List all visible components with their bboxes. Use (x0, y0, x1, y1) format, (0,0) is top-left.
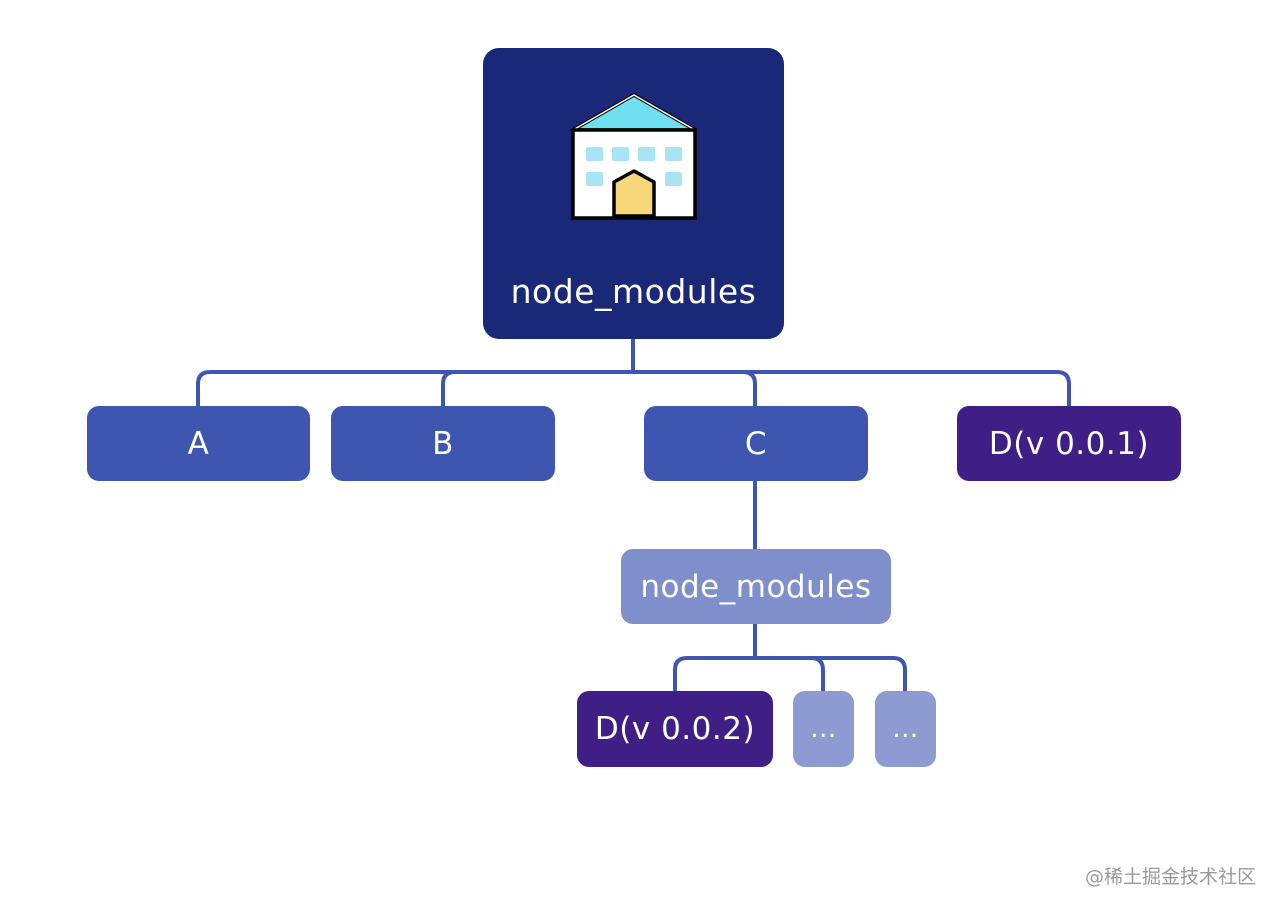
package-b: B (331, 406, 555, 481)
package-c: C (644, 406, 868, 481)
nested-node-modules: node_modules (621, 549, 891, 624)
nested-node-modules-label: node_modules (640, 568, 872, 605)
placeholder-package-2: ... (875, 691, 936, 767)
root-label: node_modules (510, 272, 757, 311)
connector-to-more-1 (810, 656, 825, 691)
building-icon (570, 92, 698, 226)
root-node-modules: node_modules (483, 48, 784, 339)
package-d-v001: D(v 0.0.1) (957, 406, 1181, 481)
package-b-label: B (432, 425, 454, 462)
placeholder-package-1-label: ... (810, 714, 837, 744)
package-d-v002: D(v 0.0.2) (577, 691, 773, 767)
connector-to-b (441, 370, 456, 406)
package-a: A (87, 406, 310, 481)
watermark: @稀土掘金技术社区 (1084, 866, 1256, 888)
placeholder-package-1: ... (793, 691, 854, 767)
package-d-v001-label: D(v 0.0.1) (988, 425, 1150, 462)
package-c-label: C (744, 425, 768, 462)
package-d-v002-label: D(v 0.0.2) (594, 711, 756, 747)
connector-nested-bus (673, 656, 907, 691)
package-a-label: A (187, 425, 210, 462)
connector-to-c (742, 370, 757, 406)
placeholder-package-2-label: ... (892, 714, 919, 744)
connector-top-bus (196, 370, 1071, 406)
